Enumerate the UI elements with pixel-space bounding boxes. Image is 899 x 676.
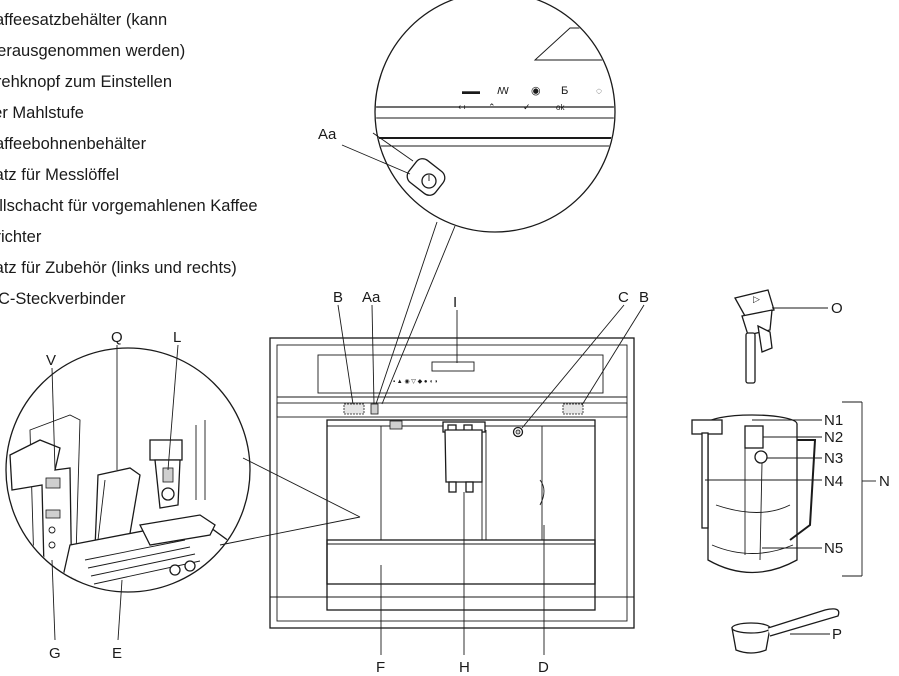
label-n3: N3: [824, 450, 843, 467]
label-f: F: [376, 659, 385, 676]
svg-text:Ƃ: Ƃ: [561, 85, 568, 97]
appliance-front: ▪ ▲ ◉ ▽ ◆ ● ◖ ◗: [269, 337, 635, 629]
zoom-circle-interior: [5, 347, 361, 593]
legend-line-7: Füllschacht für vorgemahlenen Kaffee: [0, 197, 258, 215]
label-n5: N5: [824, 540, 843, 557]
accessory-nozzle: ▷: [734, 289, 775, 384]
label-e: E: [112, 645, 122, 662]
label-v: V: [46, 352, 56, 369]
svg-text:▬▬: ▬▬: [462, 86, 480, 96]
svg-text:◉: ◉: [531, 85, 541, 97]
svg-text:◌: ◌: [596, 86, 602, 97]
legend-line-6: Platz für Messlöffel: [0, 166, 120, 184]
svg-text:✓: ✓: [523, 102, 531, 112]
label-n4: N4: [824, 473, 843, 490]
svg-text:▷: ▷: [753, 294, 760, 304]
label-l: L: [173, 329, 181, 346]
label-q: Q: [111, 329, 123, 346]
label-n2: N2: [824, 429, 843, 446]
label-i: I: [453, 294, 457, 311]
legend-line-3: Drehknopf zum Einstellen: [0, 73, 173, 91]
label-h: H: [459, 659, 470, 676]
label-n1: N1: [824, 412, 843, 429]
legend-line-9: Platz für Zubehör (links und rechts): [0, 259, 237, 277]
label-aa-mid: Aa: [362, 289, 381, 306]
svg-text:▪ ▲ ◉ ▽ ◆ ● ◖ ◗: ▪ ▲ ◉ ▽ ◆ ● ◖ ◗: [393, 379, 438, 385]
svg-text:ꟿ: ꟿ: [497, 86, 509, 97]
svg-text:↤: ↤: [458, 102, 466, 112]
label-aa-top: Aa: [318, 126, 337, 143]
zoom-circle-control-panel: ▬▬ ꟿ ◉ Ƃ ◌ ↤ ⌃ ✓ ok: [372, 0, 616, 405]
label-p: P: [832, 626, 842, 643]
svg-text:⌃: ⌃: [488, 102, 496, 112]
label-g: G: [49, 645, 61, 662]
grind-knob-icon: [406, 158, 446, 196]
label-c: C: [618, 289, 629, 306]
legend-line-1: Kaffeesatzbehälter (kann: [0, 11, 168, 29]
legend-line-5: Kaffeebohnenbehälter: [0, 135, 147, 153]
label-b-left: B: [333, 289, 343, 306]
legend-line-4: der Mahlstufe: [0, 104, 84, 122]
measuring-spoon: [731, 608, 840, 654]
label-n: N: [879, 473, 890, 490]
legend-line-10: NTC-Steckverbinder: [0, 290, 126, 308]
milk-container: [691, 414, 817, 574]
callout-labels: Aa B Aa I C B V Q L G E F H D O N1 N2 N3…: [46, 126, 890, 676]
legend-line-8: Trichter: [0, 228, 42, 246]
svg-text:ok: ok: [556, 103, 565, 112]
label-b-right: B: [639, 289, 649, 306]
leader-lines: [51, 144, 876, 655]
label-d: D: [538, 659, 549, 676]
label-o: O: [831, 300, 843, 317]
legend-line-2: herausgenommen werden): [0, 42, 186, 60]
legend-list: Kaffeesatzbehälter (kann herausgenommen …: [0, 0, 360, 320]
